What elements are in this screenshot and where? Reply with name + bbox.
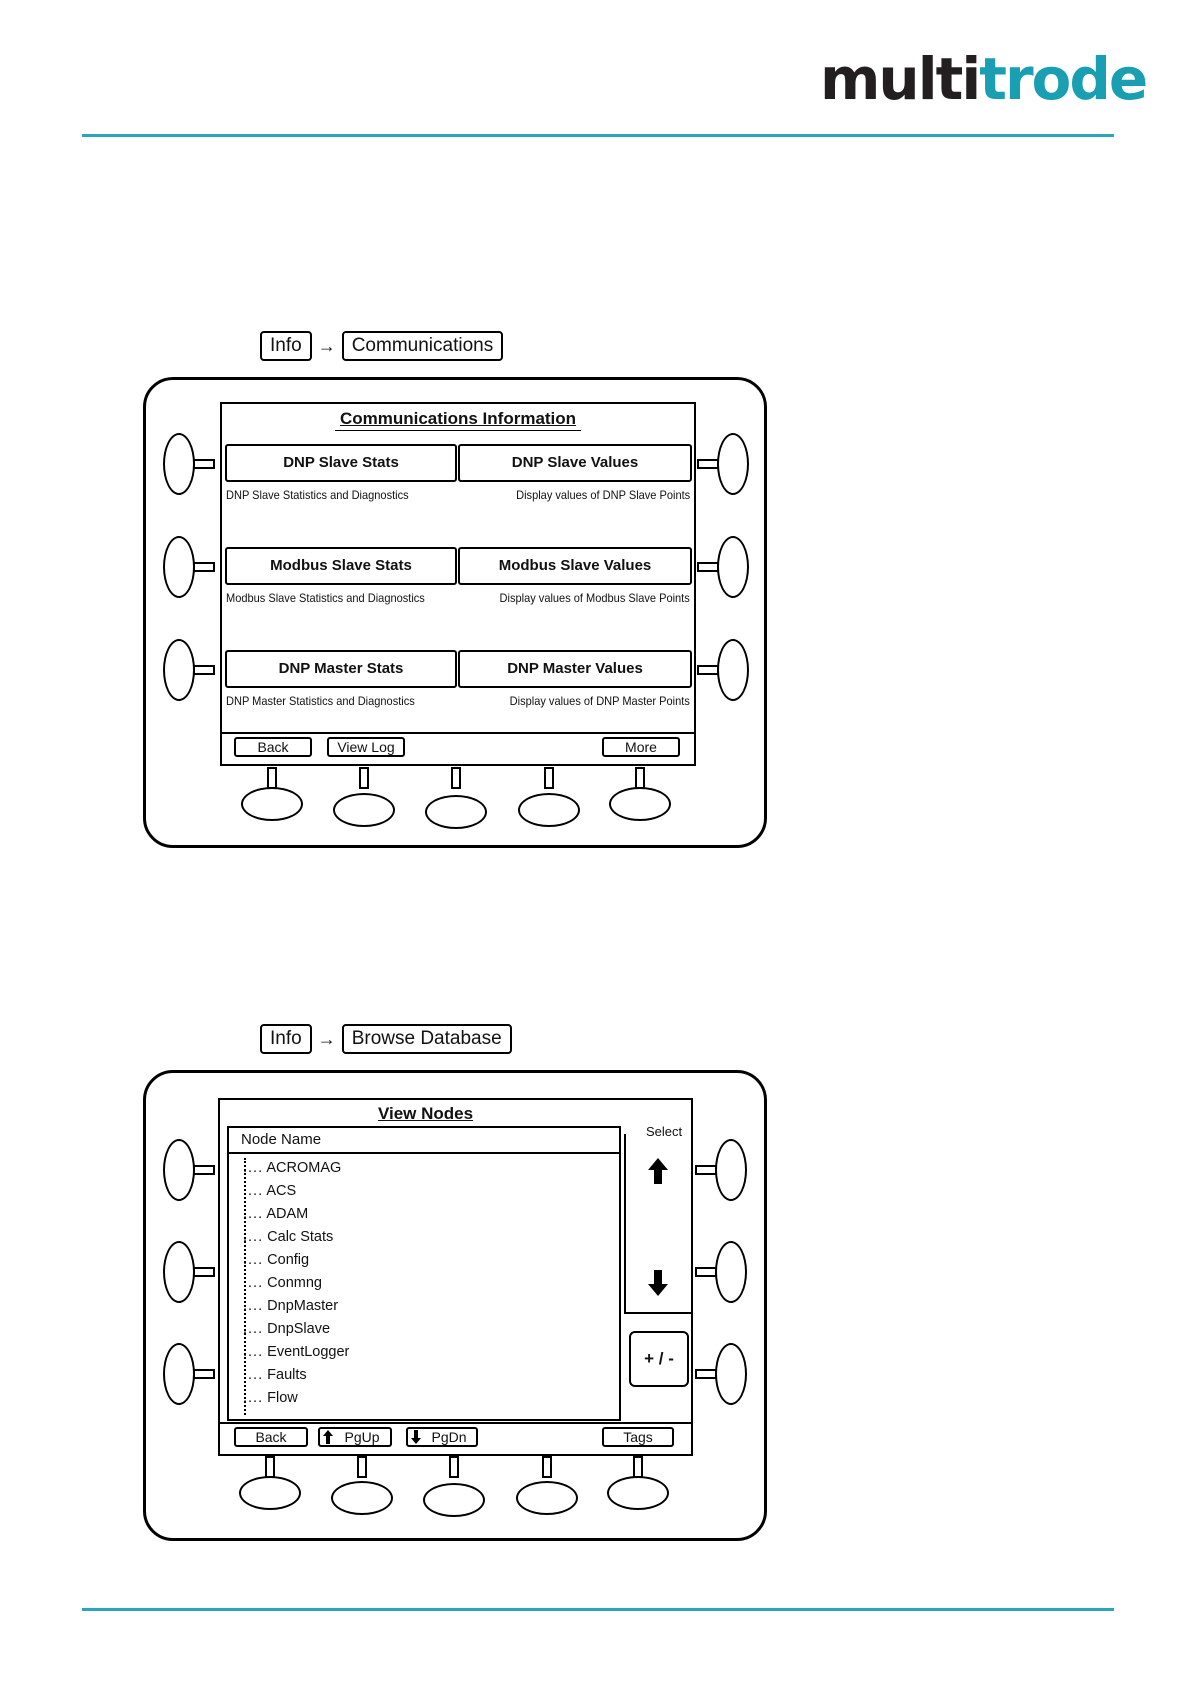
footer-rule xyxy=(82,1608,1114,1611)
pgup-softkey[interactable]: PgUp xyxy=(318,1427,392,1447)
side-knob-l1[interactable] xyxy=(163,1139,195,1201)
list-item[interactable]: .... Conmng xyxy=(243,1275,322,1291)
header-rule xyxy=(82,134,1114,137)
side-knob-l3[interactable] xyxy=(163,639,195,701)
arrow-down-icon xyxy=(411,1430,421,1444)
modbus-slave-stats-desc: Modbus Slave Statistics and Diagnostics xyxy=(226,591,425,605)
tree-line xyxy=(244,1158,246,1415)
back-softkey[interactable]: Back xyxy=(234,737,312,757)
screen-title: Communications Information xyxy=(339,409,577,428)
side-knob-r1[interactable] xyxy=(717,433,749,495)
breadcrumb-browse-database: Info → Browse Database xyxy=(260,1024,512,1054)
dnp-slave-stats-desc: DNP Slave Statistics and Diagnostics xyxy=(226,488,409,502)
bottom-knob-5[interactable] xyxy=(607,1476,669,1510)
dnp-slave-values-button[interactable]: DNP Slave Values xyxy=(458,444,692,482)
list-item[interactable]: .... Config xyxy=(243,1252,310,1268)
breadcrumb-target: Browse Database xyxy=(341,1024,512,1054)
bottom-knob-1[interactable] xyxy=(241,787,303,821)
softkey-bar: Back PgUp PgDn Tags xyxy=(220,1422,691,1454)
multitrode-logo: multitrode xyxy=(820,45,1148,113)
dnp-master-stats-button[interactable]: DNP Master Stats xyxy=(225,650,457,688)
list-item[interactable]: .... ADAM xyxy=(243,1206,309,1222)
dnp-master-stats-desc: DNP Master Statistics and Diagnostics xyxy=(226,694,415,708)
plus-minus-button[interactable]: + / - xyxy=(629,1331,689,1387)
bottom-knob-4[interactable] xyxy=(516,1481,578,1515)
bottom-knob-4[interactable] xyxy=(518,793,580,827)
screen-title: View Nodes xyxy=(377,1104,474,1123)
select-label: Select xyxy=(644,1124,685,1139)
side-knob-r3[interactable] xyxy=(717,639,749,701)
arrow-icon: → xyxy=(317,335,336,356)
modbus-slave-stats-button[interactable]: Modbus Slave Stats xyxy=(225,547,457,585)
dnp-slave-stats-button[interactable]: DNP Slave Stats xyxy=(225,444,457,482)
bottom-knob-2[interactable] xyxy=(333,793,395,827)
modbus-slave-values-button[interactable]: Modbus Slave Values xyxy=(458,547,692,585)
screen-communications: Communications Information DNP Slave Sta… xyxy=(220,402,696,766)
list-item[interactable]: .... ACROMAG xyxy=(243,1160,342,1176)
side-knob-l2[interactable] xyxy=(163,1241,195,1303)
select-panel: Select xyxy=(624,1124,692,1314)
arrow-up-icon xyxy=(323,1430,333,1444)
node-list[interactable]: Node Name .... ACROMAG .... ACS .... ADA… xyxy=(227,1126,621,1421)
bottom-knob-1[interactable] xyxy=(239,1476,301,1510)
side-knob-l3[interactable] xyxy=(163,1343,195,1405)
more-softkey[interactable]: More xyxy=(602,737,680,757)
list-item[interactable]: .... ACS xyxy=(243,1183,297,1199)
breadcrumb-target: Communications xyxy=(341,331,504,361)
list-item[interactable]: .... Faults xyxy=(243,1367,307,1383)
list-item[interactable]: .... EventLogger xyxy=(243,1344,350,1360)
tags-softkey[interactable]: Tags xyxy=(602,1427,674,1447)
back-softkey[interactable]: Back xyxy=(234,1427,308,1447)
pgdn-softkey[interactable]: PgDn xyxy=(406,1427,478,1447)
bottom-knob-3[interactable] xyxy=(423,1483,485,1517)
list-item[interactable]: .... DnpSlave xyxy=(243,1321,331,1337)
arrow-up-icon[interactable] xyxy=(646,1156,670,1186)
breadcrumb-info: Info xyxy=(260,331,312,361)
side-knob-r1[interactable] xyxy=(715,1139,747,1201)
arrow-icon: → xyxy=(317,1028,336,1049)
screen-view-nodes: View Nodes Node Name .... ACROMAG .... A… xyxy=(218,1098,693,1456)
breadcrumb-communications: Info → Communications xyxy=(260,331,504,361)
side-knob-r2[interactable] xyxy=(715,1241,747,1303)
bottom-knob-5[interactable] xyxy=(609,787,671,821)
list-header: Node Name xyxy=(229,1128,619,1154)
list-item[interactable]: .... Flow xyxy=(243,1390,298,1406)
side-knob-r3[interactable] xyxy=(715,1343,747,1405)
device-frame-communications: Communications Information DNP Slave Sta… xyxy=(143,377,767,848)
breadcrumb-info: Info xyxy=(260,1024,312,1054)
bottom-knob-2[interactable] xyxy=(331,1481,393,1515)
view-log-softkey[interactable]: View Log xyxy=(327,737,405,757)
bottom-knob-3[interactable] xyxy=(425,795,487,829)
softkey-bar: Back View Log More xyxy=(222,732,694,764)
device-frame-browse-database: View Nodes Node Name .... ACROMAG .... A… xyxy=(143,1070,767,1541)
dnp-master-values-button[interactable]: DNP Master Values xyxy=(458,650,692,688)
dnp-master-values-desc: Display values of DNP Master Points xyxy=(509,694,690,708)
modbus-slave-values-desc: Display values of Modbus Slave Points xyxy=(499,591,690,605)
arrow-down-icon[interactable] xyxy=(646,1268,670,1298)
side-knob-r2[interactable] xyxy=(717,536,749,598)
list-item[interactable]: .... Calc Stats xyxy=(243,1229,334,1245)
side-knob-l1[interactable] xyxy=(163,433,195,495)
list-item[interactable]: .... DnpMaster xyxy=(243,1298,339,1314)
side-knob-l2[interactable] xyxy=(163,536,195,598)
dnp-slave-values-desc: Display values of DNP Slave Points xyxy=(515,488,690,502)
